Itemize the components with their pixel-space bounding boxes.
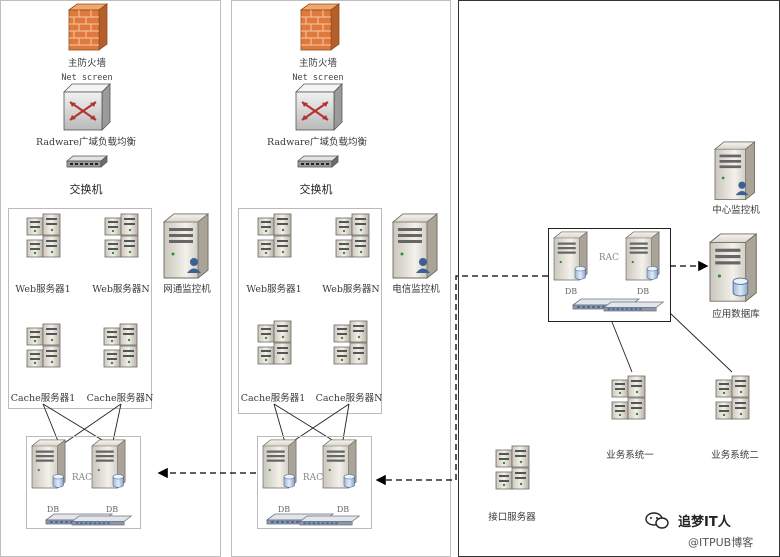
left-webN-server <box>105 214 138 257</box>
middle-db1-server <box>262 439 297 489</box>
middle-monitor-server <box>392 213 438 279</box>
left-db1-server <box>31 439 66 489</box>
left-firewall-sublabel: Net screen <box>61 73 112 83</box>
left-cacheN-server <box>104 324 137 367</box>
left-db1-label: DB <box>47 505 59 514</box>
left-switch <box>66 155 108 168</box>
right-db2-server <box>625 231 660 281</box>
watermark-title: 追梦IT人 <box>678 514 732 530</box>
left-web-cluster-box <box>8 208 152 409</box>
middle-cross-links <box>273 403 350 447</box>
middle-rac-label: RAC <box>303 473 323 483</box>
biz1-label: 业务系统一 <box>606 449 654 461</box>
app-db-server <box>709 233 757 302</box>
middle-loadbalancer <box>295 83 343 131</box>
left-firewall <box>68 3 108 51</box>
right-db1-label: DB <box>565 287 577 296</box>
middle-firewall <box>300 3 340 51</box>
left-rac-label: RAC <box>72 473 92 483</box>
left-switch-label: 交换机 <box>70 182 103 196</box>
middle-storage-tray-2 <box>299 515 360 526</box>
middle-cache1-label: Cache服务器1 <box>241 392 306 404</box>
watermark: 追梦IT人 @ITPUB博客 <box>645 512 753 549</box>
database-icon <box>283 474 295 488</box>
biz2-label: 业务系统二 <box>711 449 759 461</box>
right-rac-box <box>548 228 671 322</box>
middle-webN-server <box>336 214 369 257</box>
middle-db2-label: DB <box>337 505 349 514</box>
biz1-server <box>612 376 645 419</box>
database-icon <box>646 266 658 280</box>
left-cache1-label: Cache服务器1 <box>11 392 76 404</box>
left-db2-label: DB <box>106 505 118 514</box>
right-db1-server <box>553 231 588 281</box>
left-cache1-server <box>27 324 60 367</box>
right-solid-links <box>611 312 733 373</box>
database-icon <box>52 474 64 488</box>
right-db2-label: DB <box>637 287 649 296</box>
database-icon <box>732 277 749 297</box>
middle-cacheN-label: Cache服务器N <box>316 392 383 404</box>
middle-db2-server <box>322 439 357 489</box>
left-loadbalancer-label: Radware广域负载均衡 <box>36 136 137 148</box>
middle-switch <box>297 155 339 168</box>
left-firewall-label: 主防火墙 <box>68 57 107 69</box>
dashed-connectors <box>157 260 709 486</box>
middle-web1-server <box>258 214 291 257</box>
right-rac-label: RAC <box>599 253 619 263</box>
interface-label: 接口服务器 <box>488 511 536 523</box>
middle-db-box <box>257 436 372 529</box>
right-storage-tray-2 <box>603 301 664 312</box>
watermark-subtitle: @ITPUB博客 <box>688 535 753 549</box>
middle-web1-label: Web服务器1 <box>246 283 301 295</box>
app-db-label: 应用数据库 <box>712 308 760 320</box>
rac-to-middle-db-arrow <box>375 275 548 486</box>
database-icon <box>112 474 124 488</box>
database-icon <box>574 266 586 280</box>
wechat-icon <box>645 512 669 529</box>
left-monitor-label: 网通监控机 <box>163 283 211 295</box>
left-db-box <box>26 436 141 529</box>
middle-cache1-server <box>258 321 291 364</box>
left-monitor-server <box>163 213 209 279</box>
left-cross-links <box>42 403 122 447</box>
middle-db1-label: DB <box>278 505 290 514</box>
middle-monitor-label: 电信监控机 <box>392 283 440 295</box>
central-monitor-server <box>714 141 756 201</box>
left-db2-server <box>91 439 126 489</box>
middle-firewall-sublabel: Net screen <box>292 73 343 83</box>
left-web1-label: Web服务器1 <box>15 283 70 295</box>
biz2-server <box>716 376 749 419</box>
database-icon <box>343 474 355 488</box>
left-web1-server <box>27 214 60 257</box>
middle-firewall-label: 主防火墙 <box>299 57 338 69</box>
interface-server <box>496 446 529 489</box>
left-webN-label: Web服务器N <box>92 283 150 295</box>
middle-switch-label: 交换机 <box>300 182 333 196</box>
middle-webN-label: Web服务器N <box>322 283 380 295</box>
middle-web-cluster-box <box>238 208 382 414</box>
left-loadbalancer <box>63 83 111 131</box>
left-storage-tray-2 <box>71 515 132 526</box>
middle-cacheN-server <box>334 321 367 364</box>
central-monitor-label: 中心监控机 <box>712 204 760 216</box>
middle-loadbalancer-label: Radware广域负载均衡 <box>267 136 368 148</box>
left-cacheN-label: Cache服务器N <box>87 392 154 404</box>
